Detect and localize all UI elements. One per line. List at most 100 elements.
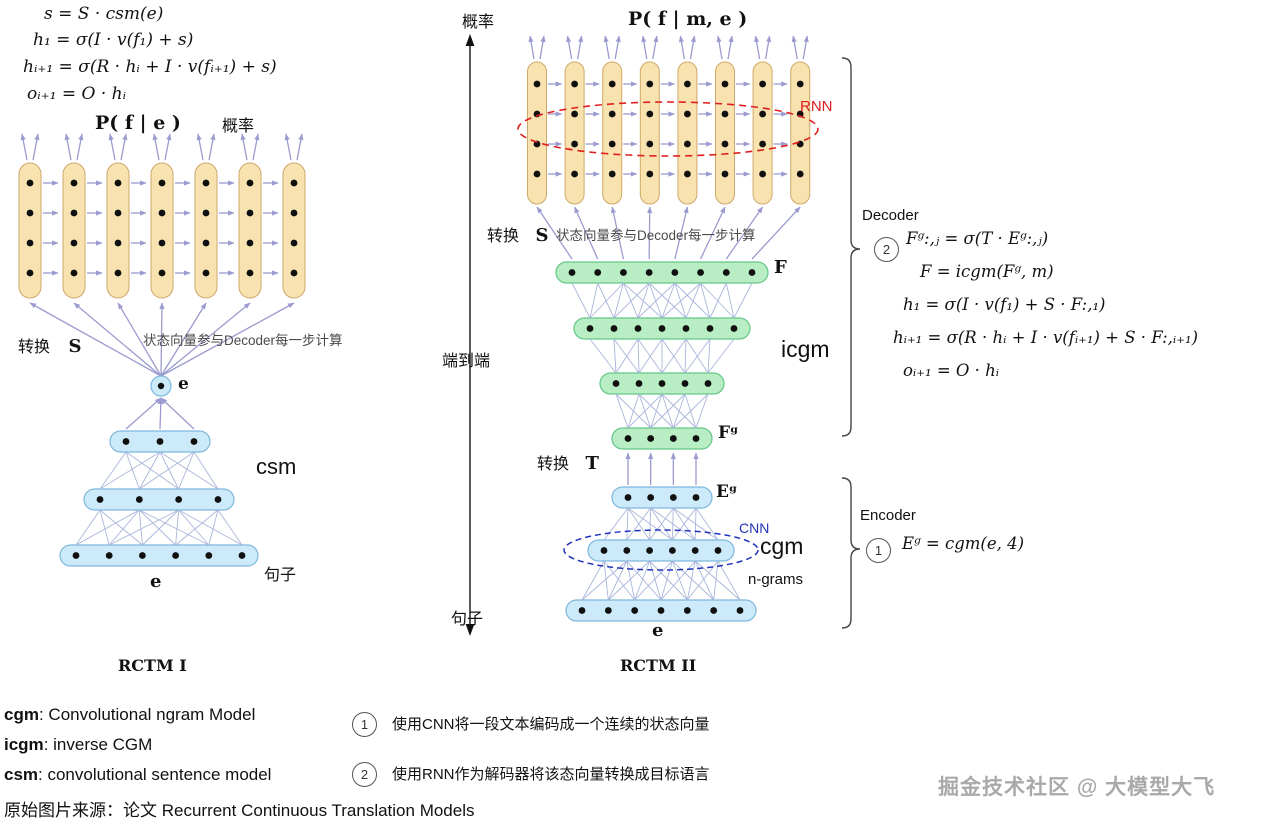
- unit-dot: [608, 170, 616, 178]
- rnn-state-column: [564, 61, 585, 205]
- unit-dot: [246, 239, 254, 247]
- unit-dot: [190, 438, 198, 445]
- conv-connection: [673, 393, 709, 429]
- unit-dot: [684, 140, 691, 148]
- conv-connection: [684, 338, 711, 374]
- conv-connection: [613, 338, 617, 374]
- unit-dot: [70, 269, 78, 277]
- conv-connection: [626, 507, 629, 541]
- conv-connection: [637, 282, 650, 319]
- conv-connection: [648, 282, 687, 319]
- conv-connection: [694, 507, 697, 541]
- unit-dot: [157, 382, 165, 390]
- unit-dot: [571, 110, 578, 118]
- conv-connection: [695, 393, 709, 429]
- axis-bottom-label: 句子: [451, 611, 484, 628]
- conv-connection: [125, 451, 179, 490]
- cnn-highlight-ellipse: [563, 529, 759, 571]
- transform-text: 转换: [18, 339, 51, 356]
- output-arrow: [252, 133, 260, 161]
- unit-dot: [684, 110, 691, 118]
- unit-dot: [645, 269, 653, 276]
- rctm2-state-note: 状态向量参与Decoder每一步计算: [556, 228, 756, 243]
- unit-dot: [26, 209, 34, 217]
- conv-connection: [626, 507, 652, 541]
- output-arrow: [802, 35, 809, 60]
- conv-connection: [178, 509, 243, 546]
- cgm-layer-bar: [587, 539, 735, 562]
- eg-matrix-label: Eᵍ: [716, 482, 738, 502]
- f-to-rnn-arrow: [647, 206, 653, 260]
- output-arrow: [576, 35, 584, 60]
- unit-dot: [647, 494, 655, 501]
- state-broadcast-arrow: [160, 302, 251, 377]
- output-arrow: [164, 133, 172, 161]
- rnn-state-column: [106, 162, 130, 299]
- conv-connection: [695, 507, 719, 541]
- output-arrow: [196, 133, 204, 161]
- rnn-state-column: [527, 61, 547, 205]
- unit-dot: [684, 80, 691, 88]
- rnn-state-column: [194, 162, 218, 299]
- conv-connection: [713, 560, 719, 601]
- legend-term-desc: : Convolutional ngram Model: [38, 705, 256, 724]
- output-arrow: [32, 133, 40, 161]
- conv-connection: [581, 560, 605, 601]
- unit-dot: [714, 547, 722, 554]
- axis-arrowhead-bottom: [465, 624, 475, 636]
- unit-dot: [246, 209, 254, 217]
- unit-dot: [683, 607, 691, 614]
- decoder-step-badge: 2: [874, 237, 899, 262]
- unit-dot: [706, 325, 714, 332]
- rctm1-equation-1: s = S · csm(e): [44, 4, 164, 24]
- conv-connection: [649, 560, 688, 601]
- conv-connection: [615, 338, 639, 374]
- unit-dot: [158, 269, 166, 277]
- unit-dot: [635, 380, 643, 387]
- conv-connection: [627, 393, 640, 429]
- output-arrow: [120, 133, 128, 161]
- transform-text: 转换: [537, 456, 570, 473]
- unit-dot: [624, 494, 632, 501]
- unit-dot: [533, 80, 541, 88]
- output-arrow: [64, 133, 72, 161]
- output-arrow: [603, 35, 610, 60]
- output-arrow: [566, 35, 573, 60]
- unit-dot: [594, 269, 602, 276]
- unit-dot: [759, 140, 766, 148]
- conv-connection: [99, 509, 143, 546]
- rnn-highlight-ellipse: [517, 101, 819, 157]
- unit-dot: [710, 607, 718, 614]
- conv-connection: [650, 393, 663, 429]
- encoder-step-badge: 1: [866, 538, 891, 563]
- unit-dot: [682, 325, 690, 332]
- csm-to-e-arrow: [125, 397, 162, 430]
- conv-connection: [613, 282, 650, 319]
- unit-dot: [730, 325, 738, 332]
- unit-dot: [202, 269, 210, 277]
- conv-connection: [99, 509, 110, 546]
- unit-dot: [158, 209, 166, 217]
- source-line: 原始图片来源：论文 Recurrent Continuous Translati…: [4, 801, 475, 820]
- axis-arrowhead-top: [465, 34, 475, 46]
- cnn-label: CNN: [739, 520, 770, 536]
- f-to-rnn-arrow: [725, 206, 764, 260]
- watermark: 掘金技术社区 @ 大模型大飞: [938, 776, 1216, 799]
- output-arrow: [678, 35, 686, 60]
- output-arrow: [284, 133, 292, 161]
- unit-dot: [646, 80, 654, 88]
- unit-dot: [70, 239, 78, 247]
- conv-connection: [694, 560, 715, 601]
- unit-dot: [290, 209, 298, 217]
- unit-dot: [646, 547, 653, 554]
- rctm1-e-node-label: e: [178, 374, 189, 394]
- conv-connection: [650, 393, 686, 429]
- f-to-rnn-arrow: [610, 206, 625, 260]
- rnn-state-column: [150, 162, 174, 299]
- conv-connection: [626, 560, 636, 601]
- unit-dot: [26, 269, 34, 277]
- legend-step1-badge: 1: [352, 712, 377, 737]
- unit-dot: [669, 547, 676, 554]
- conv-connection: [99, 451, 127, 490]
